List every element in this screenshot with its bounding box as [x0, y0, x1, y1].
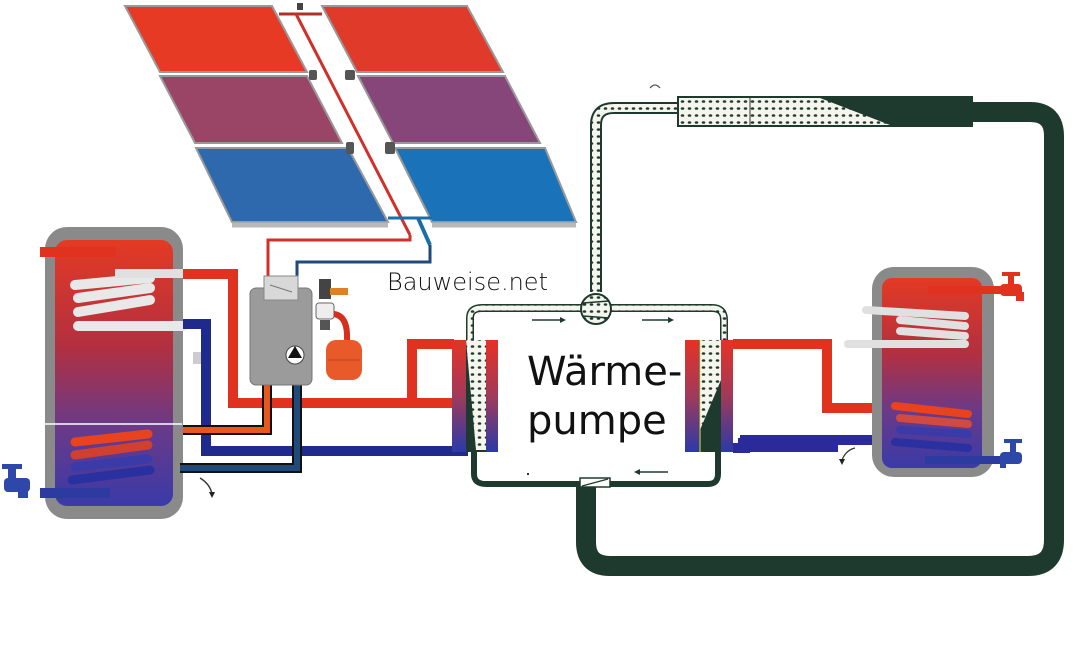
solar-collector-array [123, 3, 578, 246]
lower-heat-coil [67, 429, 155, 485]
flow-arrow-top-left [532, 317, 566, 323]
safety-valve-group [315, 279, 351, 341]
left-heat-exchanger [452, 340, 498, 452]
heat-pump-label-line1: Wärme- [527, 349, 682, 395]
flow-arrow-top-right [642, 317, 674, 323]
evaporator-inlet-pipe [407, 339, 454, 403]
solar-coil-return-pipe [180, 385, 300, 471]
heat-pump-return-pipe [183, 319, 468, 456]
solar-panel-right-top [320, 5, 505, 73]
solar-flow-line [266, 235, 412, 278]
right-storage-tank [844, 267, 1002, 477]
solar-hot-pipe [183, 269, 470, 408]
collector-sensor-icon [297, 3, 303, 10]
drain-arrow-right [839, 447, 856, 465]
outdoor-heat-exchanger [677, 96, 973, 127]
heat-pump-label-line2: pumpe [527, 398, 667, 444]
left-storage-tank [40, 227, 188, 519]
solar-panel-left-bottom [194, 147, 390, 223]
right-lower-heat-coil [891, 402, 972, 452]
solar-panel-left-top [123, 5, 309, 73]
hot-water-tap-right [1000, 272, 1024, 301]
solar-panel-left-mid [158, 75, 344, 144]
cold-water-tap-left [2, 464, 30, 498]
expansion-valve-icon [579, 477, 611, 488]
drain-arrow-left [199, 477, 215, 498]
outdoor-loop-pipe [576, 102, 1064, 576]
suction-line [592, 104, 677, 292]
solar-flow-pipe [294, 13, 412, 236]
condenser-flow-pipe [733, 339, 895, 413]
upper-heat-coil [70, 273, 188, 331]
solar-pump-station [249, 275, 313, 386]
solar-return-pipe [416, 217, 432, 246]
solar-panel-right-bottom [393, 147, 578, 223]
compressor-icon [580, 293, 612, 325]
flow-arrow-bottom [634, 469, 668, 475]
expansion-vessel [326, 340, 362, 380]
heat-pump: Wärme- pumpe [452, 293, 733, 488]
right-heat-exchanger [685, 340, 733, 452]
solar-panel-right-mid [356, 75, 542, 144]
watermark-label: Bauweise.net [387, 268, 548, 296]
right-upper-heat-coil [844, 306, 969, 348]
cold-water-tap-right [1000, 439, 1022, 468]
solar-return-line [295, 245, 432, 278]
solar-coil-flow-pipe [183, 385, 270, 433]
